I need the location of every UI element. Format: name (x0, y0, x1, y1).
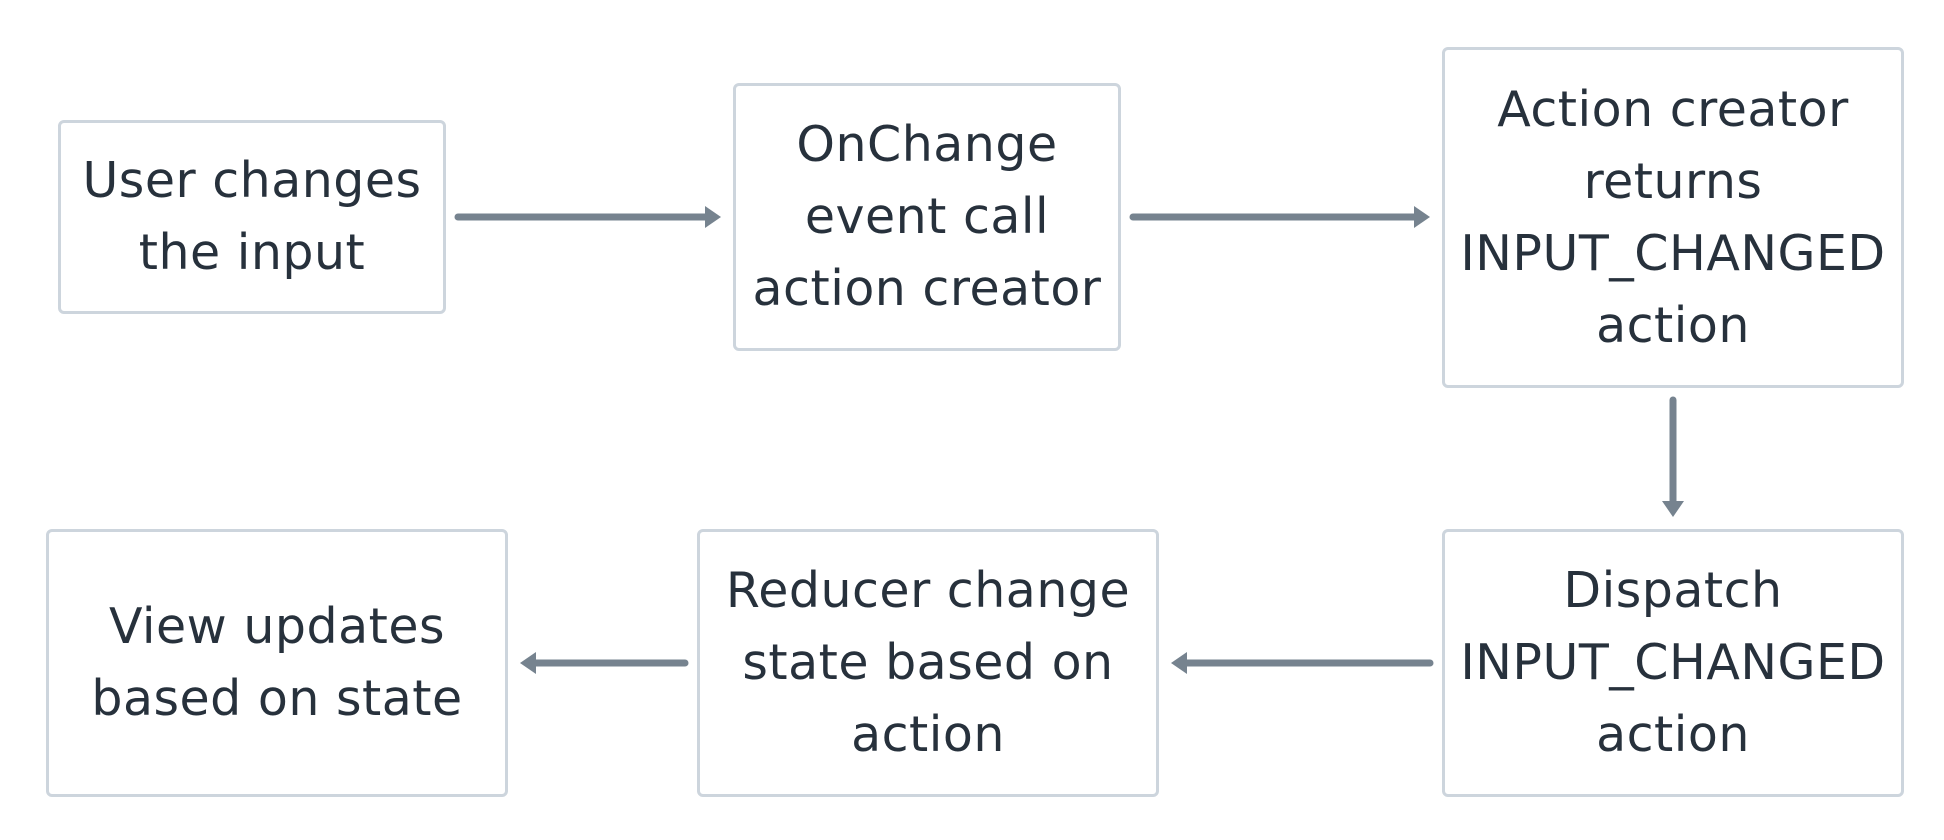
node-label: Action creator returns INPUT_CHANGED act… (1460, 80, 1886, 354)
node-dispatch-action: Dispatch INPUT_CHANGED action (1442, 529, 1904, 797)
edge-arrow (520, 652, 689, 674)
edge-arrow (1171, 652, 1434, 674)
edge-arrow (454, 206, 721, 228)
arrowhead-icon (1662, 501, 1684, 517)
edge-arrow (1662, 396, 1684, 517)
node-reducer-change-state: Reducer change state based on action (697, 529, 1159, 797)
node-action-creator-returns: Action creator returns INPUT_CHANGED act… (1442, 47, 1904, 388)
arrowhead-icon (520, 652, 536, 674)
node-label: View updates based on state (91, 598, 463, 727)
node-view-updates: View updates based on state (46, 529, 508, 797)
node-label: OnChange event call action creator (752, 116, 1102, 317)
node-label: User changes the input (82, 152, 422, 281)
node-label: Dispatch INPUT_CHANGED action (1460, 562, 1886, 763)
arrowhead-icon (1414, 206, 1430, 228)
node-user-changes-input: User changes the input (58, 120, 446, 314)
arrowhead-icon (705, 206, 721, 228)
arrowhead-icon (1171, 652, 1187, 674)
edge-arrow (1129, 206, 1430, 228)
node-label: Reducer change state based on action (725, 562, 1131, 763)
node-onchange-event: OnChange event call action creator (733, 83, 1121, 351)
